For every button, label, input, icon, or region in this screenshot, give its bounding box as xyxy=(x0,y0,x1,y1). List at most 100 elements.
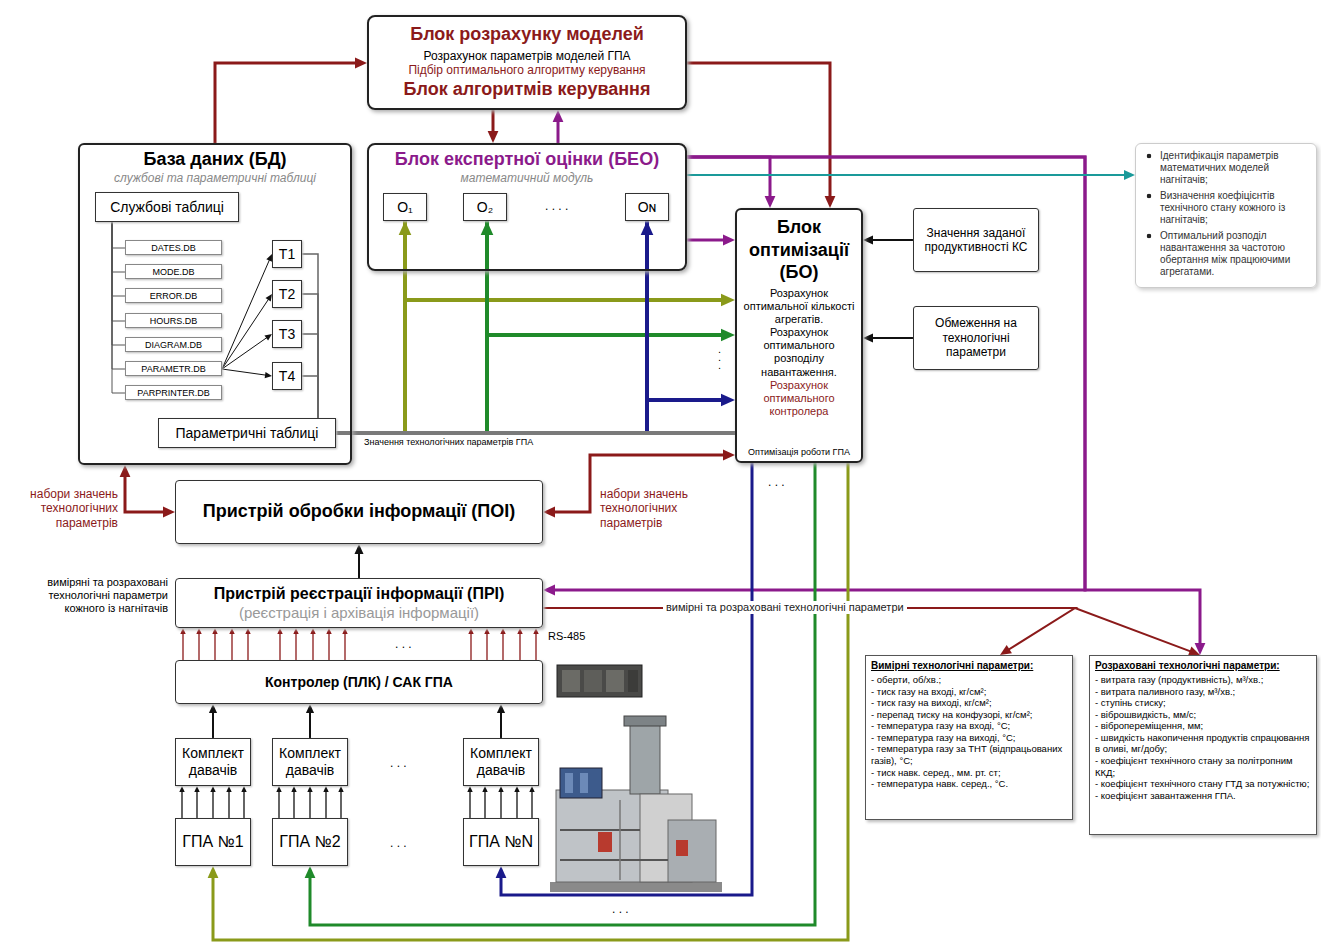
connector-line xyxy=(336,229,647,433)
sensor-set-box: Комплект давачів xyxy=(272,738,348,786)
connector xyxy=(336,433,735,434)
arrow-head xyxy=(264,334,272,341)
node-heading: Пристрій реєстрації інформації (ПРІ) xyxy=(214,584,505,603)
node-text: - витрата паливного газу, м³/хв.; xyxy=(1095,686,1311,698)
sensor-set-box: Комплект давачів xyxy=(175,738,251,786)
node-text: Блок алгоритмів керування xyxy=(404,79,651,101)
arrow-head xyxy=(482,786,487,792)
pipe xyxy=(560,829,640,831)
optimization-block: Блок оптимізації (БО)Розрахунок оптималь… xyxy=(735,208,863,463)
db-file-box: HOURS.DB xyxy=(125,313,222,328)
node-text: - вібропереміщення, мм; xyxy=(1095,720,1311,732)
node-text: (реєстрація і архівація інформації) xyxy=(239,604,479,622)
parameter-list-box: Вимірні технологічні параметри:- оберти,… xyxy=(865,655,1073,820)
connector xyxy=(543,608,1200,656)
compressor-unit-illustration xyxy=(550,716,722,892)
intake-detail xyxy=(580,773,588,793)
signal-arrows xyxy=(180,628,538,660)
arrow-head xyxy=(488,131,499,143)
connector-line xyxy=(469,790,470,818)
node-text: - тиск газу на виході, кг/см²; xyxy=(871,697,1067,709)
arrow-head xyxy=(306,704,314,713)
connector-line xyxy=(212,709,214,738)
connector-line xyxy=(112,222,125,393)
node-text: T2 xyxy=(279,286,295,303)
node-text: ГПА №2 xyxy=(279,832,340,851)
parameter-list-box: Розраховані технологічні параметри: - вит… xyxy=(1089,655,1317,835)
gpu-unit-box: ГПА №N xyxy=(463,818,539,866)
node-heading: Вимірні технологічні параметри: xyxy=(871,660,1067,672)
connector-line xyxy=(500,709,502,738)
node-text: Службові таблиці xyxy=(110,199,224,216)
node-text: Розрахунок оптимального контролера xyxy=(741,379,857,419)
connector-line xyxy=(302,294,318,418)
arrow-head xyxy=(265,372,272,378)
annotation-label: . . . xyxy=(768,475,785,489)
node-heading: Розраховані технологічні параметри: xyxy=(1095,660,1311,672)
arrow-head xyxy=(338,786,343,792)
input-box: Значення заданої продуктивності КС xyxy=(913,208,1039,272)
connector-line xyxy=(278,790,279,818)
connector-line xyxy=(358,550,360,578)
connector xyxy=(208,463,848,940)
node-text: DATES.DB xyxy=(151,242,195,254)
connector xyxy=(302,294,318,418)
arrow-head xyxy=(543,585,555,596)
device-box: Пристрій реєстрації інформації (ПРІ)(реє… xyxy=(175,578,543,628)
node-text: HOURS.DB xyxy=(150,315,198,327)
node-text: T3 xyxy=(279,326,295,343)
connector-line xyxy=(312,632,313,660)
arrow-head xyxy=(212,628,217,634)
connector-line xyxy=(484,790,485,818)
arrow-head xyxy=(210,786,215,792)
connector-line xyxy=(543,608,1075,651)
connector xyxy=(863,236,913,245)
arrow-head xyxy=(277,628,282,634)
arrow-head xyxy=(723,450,735,461)
note-box: Ідентифікація параметрів математичних мо… xyxy=(1135,143,1317,288)
connector xyxy=(222,369,272,378)
connector-line xyxy=(181,790,182,818)
connector-label: набори значень технологічних параметрів xyxy=(600,487,722,530)
connector-line xyxy=(196,790,197,818)
controller-module xyxy=(562,670,580,692)
arrow-head xyxy=(355,58,367,69)
expert-block: Блок експертної оцінки (БЕО)математичний… xyxy=(367,143,687,271)
connector xyxy=(112,222,125,272)
arrow-head xyxy=(241,786,246,792)
connector-line xyxy=(344,632,345,660)
connector-line xyxy=(295,632,296,660)
connector-line xyxy=(487,221,727,335)
annotation-label: . . . xyxy=(390,756,407,770)
valve xyxy=(598,832,612,852)
connector-line xyxy=(112,222,125,369)
arrow-head xyxy=(323,786,328,792)
node-text: Oɴ xyxy=(638,199,657,216)
node-text: - температура навк. серед., °С. xyxy=(871,778,1067,790)
compressor xyxy=(668,820,716,882)
connector-line xyxy=(214,632,215,660)
connector xyxy=(687,63,835,208)
connector-line xyxy=(302,254,318,418)
arrow-head xyxy=(208,866,219,878)
arrow-head xyxy=(497,704,505,713)
connector-line xyxy=(502,632,503,660)
arrow-head xyxy=(484,628,489,634)
connector-line xyxy=(213,463,848,940)
connector-line xyxy=(310,463,815,925)
connector xyxy=(302,334,318,418)
arrow-head xyxy=(517,628,522,634)
connector-line xyxy=(516,790,517,818)
connector-line xyxy=(112,222,125,345)
node-text: - віброшвидкість, мм/с; xyxy=(1095,709,1311,721)
arrow-head xyxy=(496,866,507,878)
signal-arrows xyxy=(179,786,246,818)
arrow-head xyxy=(468,628,473,634)
pipe xyxy=(619,800,621,880)
table-group-box: Параметричні таблиці xyxy=(158,418,336,448)
table-box: T2 xyxy=(272,280,302,308)
node-text: Розрахунок оптимальної кількості агрегат… xyxy=(741,287,857,327)
connector-line xyxy=(222,369,268,375)
